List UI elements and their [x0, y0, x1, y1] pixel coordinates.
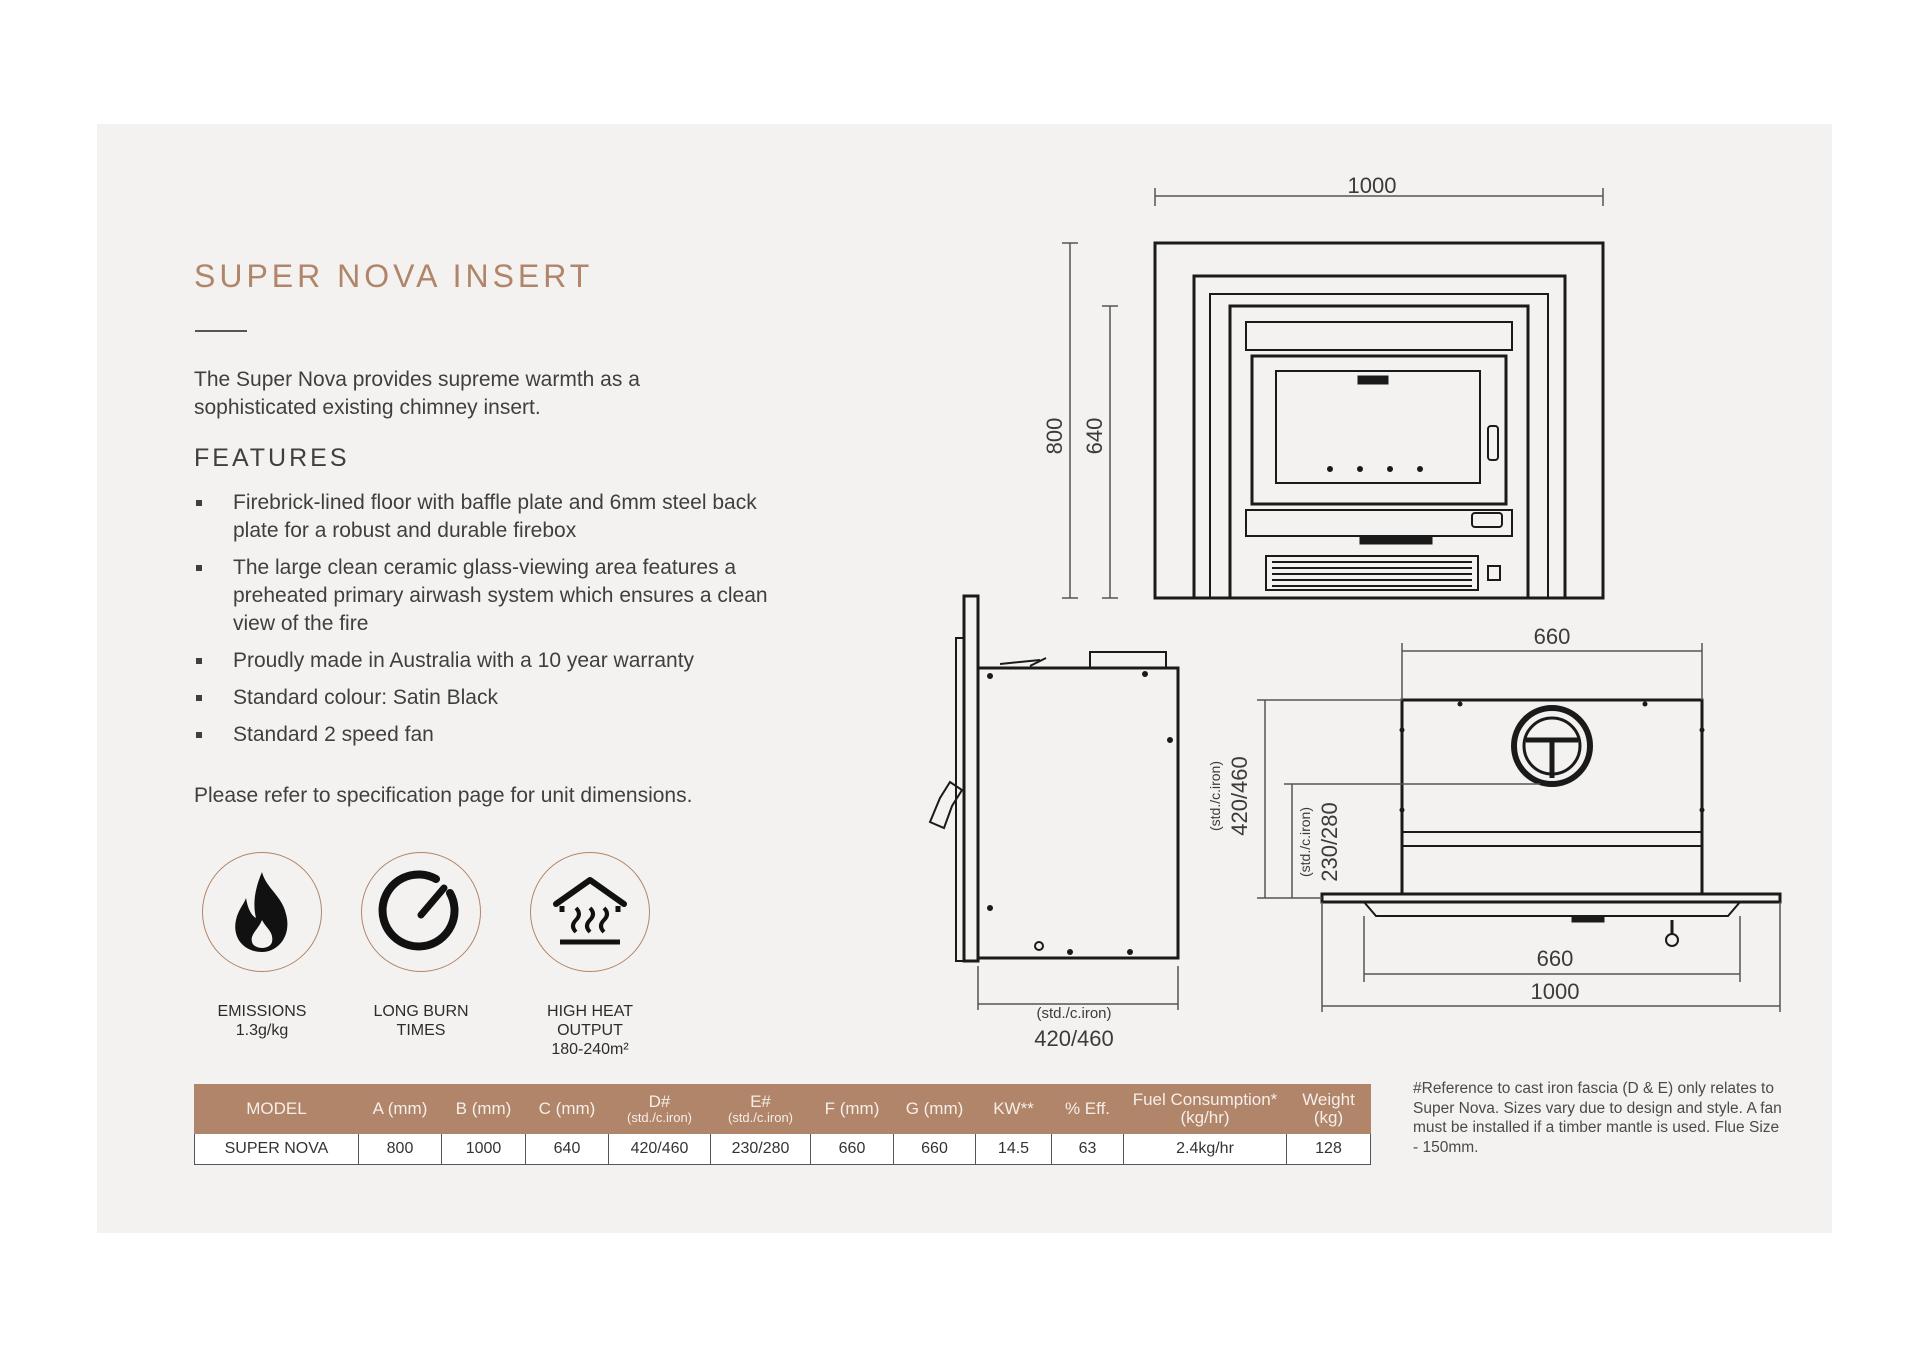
dim-bottom-inner: 660 — [1537, 946, 1574, 971]
cell-d: 420/460 — [608, 1133, 711, 1165]
badge-emissions: EMISSIONS 1.3g/kg — [177, 852, 347, 1040]
feature-item: Proudly made in Australia with a 10 year… — [194, 647, 794, 675]
spec-table: MODEL A (mm) B (mm) C (mm) D#(std./c.iro… — [194, 1084, 1371, 1165]
feature-item: The large clean ceramic glass-viewing ar… — [194, 554, 794, 638]
features-list: Firebrick-lined floor with baffle plate … — [194, 489, 794, 758]
badge-label: EMISSIONS — [217, 1003, 307, 1020]
header-f: F (mm) — [810, 1084, 894, 1134]
dim-side-depth: 420/460 — [1034, 1026, 1114, 1051]
dim-top-note-inner: (std./c.iron) — [1297, 807, 1313, 877]
front-view-drawing — [1153, 241, 1605, 600]
badge-sub: OUTPUT — [557, 1022, 623, 1039]
feature-item: Firebrick-lined floor with baffle plate … — [194, 489, 794, 545]
header-b: B (mm) — [441, 1084, 526, 1134]
flame-icon — [235, 872, 288, 952]
cell-model: SUPER NOVA — [194, 1133, 359, 1165]
gauge-icon — [378, 870, 459, 951]
dim-top-note-outer: (std./c.iron) — [1207, 761, 1223, 831]
dim-front-height-inner: 640 — [1082, 418, 1107, 455]
cell-eff: 63 — [1051, 1133, 1124, 1165]
front-dimensions — [1062, 188, 1604, 599]
feature-item: Standard 2 speed fan — [194, 721, 794, 749]
dim-top-depth-outer: 420/460 — [1227, 756, 1252, 836]
dim-side-note: (std./c.iron) — [1036, 1005, 1111, 1022]
badge-long-burn: LONG BURN TIMES — [336, 852, 506, 1040]
badge-sub: TIMES — [396, 1022, 446, 1039]
table-row: SUPER NOVA 800 1000 640 420/460 230/280 … — [194, 1133, 1371, 1165]
intro-text: The Super Nova provides supreme warmth a… — [194, 368, 640, 419]
cell-a: 800 — [358, 1133, 442, 1165]
header-e: E#(std./c.iron) — [710, 1084, 811, 1134]
cell-e: 230/280 — [710, 1133, 811, 1165]
cell-fuel: 2.4kg/hr — [1123, 1133, 1287, 1165]
badge-sub-area: 180-240m² — [551, 1041, 629, 1058]
page-title: SUPER NOVA INSERT — [194, 258, 594, 294]
title-divider — [195, 330, 247, 332]
features-heading: FEATURES — [194, 444, 350, 472]
header-weight: Weight(kg) — [1286, 1084, 1371, 1134]
header-model: MODEL — [194, 1084, 359, 1134]
badge-label: LONG BURN — [373, 1003, 469, 1020]
dim-top-width: 660 — [1534, 624, 1571, 649]
header-a: A (mm) — [358, 1084, 442, 1134]
dim-bottom-outer: 1000 — [1531, 979, 1580, 1004]
badge-high-heat: HIGH HEAT OUTPUT 180-240m² — [505, 852, 675, 1059]
refer-note: Please refer to specification page for u… — [194, 784, 693, 807]
header-g: G (mm) — [893, 1084, 976, 1134]
cell-b: 1000 — [441, 1133, 526, 1165]
dim-top-depth-inner: 230/280 — [1317, 802, 1342, 882]
header-c: C (mm) — [525, 1084, 609, 1134]
badge-label: HIGH HEAT — [547, 1003, 633, 1020]
header-kw: KW** — [975, 1084, 1052, 1134]
top-dimensions — [1257, 643, 1781, 1012]
cell-c: 640 — [525, 1133, 609, 1165]
cell-g: 660 — [893, 1133, 976, 1165]
top-view-drawing — [1320, 698, 1782, 947]
header-d: D#(std./c.iron) — [608, 1084, 711, 1134]
table-header-row: MODEL A (mm) B (mm) C (mm) D#(std./c.iro… — [194, 1084, 1371, 1134]
badge-sub: 1.3g/kg — [235, 1022, 289, 1039]
footnote: #Reference to cast iron fascia (D & E) o… — [1413, 1080, 1782, 1156]
house-heat-icon — [553, 877, 627, 945]
cell-kw: 14.5 — [975, 1133, 1052, 1165]
feature-item: Standard colour: Satin Black — [194, 684, 794, 712]
header-fuel: Fuel Consumption*(kg/hr) — [1123, 1084, 1287, 1134]
header-eff: % Eff. — [1051, 1084, 1124, 1134]
dim-front-height-outer: 800 — [1042, 418, 1067, 455]
dim-front-width: 1000 — [1348, 173, 1397, 198]
side-dimensions — [977, 966, 1179, 1010]
cell-weight: 128 — [1286, 1133, 1371, 1165]
side-view-drawing — [928, 594, 1180, 963]
cell-f: 660 — [810, 1133, 894, 1165]
